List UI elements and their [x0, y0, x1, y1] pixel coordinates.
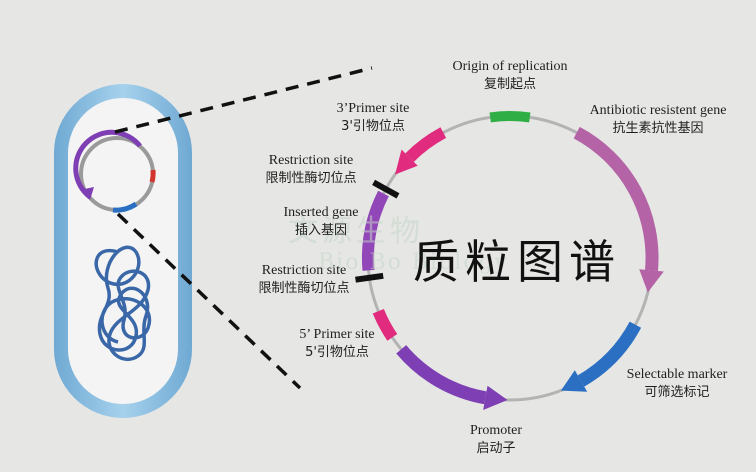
label-primer5: 5’ Primer site 5'引物位点 [282, 326, 392, 362]
label-restriction-top-en: Restriction site [268, 153, 354, 168]
zoom-line-top [114, 66, 373, 134]
restriction-site-top [372, 179, 400, 199]
label-primer3-en: 3’Primer site [336, 101, 410, 116]
label-promoter-zh: 启动子 [476, 441, 516, 456]
bacterium-inner [68, 98, 178, 404]
label-origin: Origin of replication 复制起点 [430, 58, 590, 94]
segment-origin [489, 111, 531, 123]
label-primer3: 3’Primer site 3'引物位点 [318, 100, 428, 136]
label-antibiotic-zh: 抗生素抗性基因 [612, 121, 704, 136]
chromosome [94, 245, 152, 362]
segment-selectable [577, 321, 642, 387]
small-plasmid-arrow [80, 187, 94, 200]
label-restriction-top: Restriction site 限制性酶切位点 [248, 152, 374, 188]
label-primer5-en: 5’ Primer site [299, 327, 375, 342]
label-inserted-zh: 插入基因 [294, 223, 347, 238]
bacterium [54, 84, 192, 418]
label-selectable-zh: 可筛选标记 [644, 385, 710, 400]
diagram-title: 质粒图谱 [413, 235, 621, 289]
segment-antibiotic-arrow [639, 269, 664, 293]
label-inserted-en: Inserted gene [283, 205, 359, 220]
segment-primer5 [372, 308, 398, 341]
label-origin-zh: 复制起点 [483, 77, 536, 92]
segment-antibiotic [573, 126, 659, 271]
segment-promoter-arrow [483, 385, 508, 410]
restriction-site-bottom [355, 272, 384, 283]
label-promoter: Promoter 启动子 [446, 422, 546, 458]
segment-primer3 [405, 127, 447, 162]
segment-selectable-arrow [560, 370, 588, 392]
small-plasmid-blue-arc [112, 201, 138, 213]
small-plasmid-purple-arc [73, 129, 142, 199]
plasmid-segments [355, 111, 664, 410]
label-inserted: Inserted gene 插入基因 [266, 204, 376, 240]
label-antibiotic-en: Antibiotic resistent gene [589, 103, 727, 118]
label-antibiotic: Antibiotic resistent gene 抗生素抗性基因 [570, 102, 746, 138]
label-promoter-en: Promoter [469, 423, 523, 438]
label-restriction-bottom-en: Restriction site [261, 263, 347, 278]
small-plasmid-red-mark [149, 169, 156, 183]
label-primer3-zh: 3'引物位点 [341, 119, 405, 134]
label-origin-en: Origin of replication [452, 59, 568, 74]
label-primer5-zh: 5'引物位点 [305, 345, 369, 360]
segment-inserted [361, 190, 389, 271]
zoom-line-bottom [116, 212, 302, 390]
label-restriction-bottom: Restriction site 限制性酶切位点 [240, 262, 368, 298]
segment-primer3-arrow [395, 149, 418, 175]
small-plasmid [73, 129, 156, 213]
label-restriction-top-zh: 限制性酶切位点 [265, 171, 357, 186]
label-restriction-bottom-zh: 限制性酶切位点 [258, 281, 350, 296]
label-selectable: Selectable marker 可筛选标记 [604, 366, 750, 402]
label-selectable-en: Selectable marker [626, 367, 728, 382]
segment-promoter [396, 345, 487, 405]
